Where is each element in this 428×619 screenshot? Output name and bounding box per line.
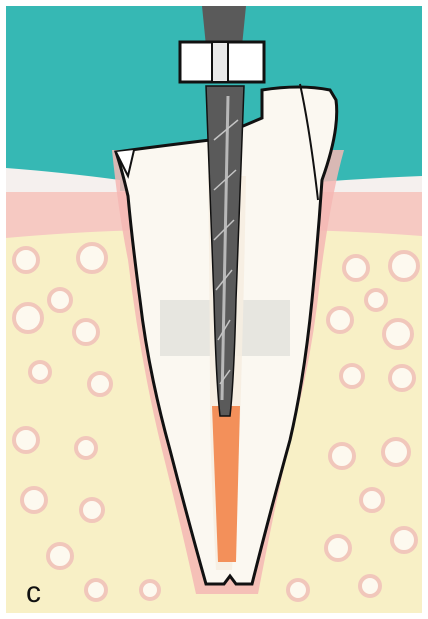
bone-pore	[49, 289, 71, 311]
bone-pore	[328, 308, 352, 332]
bone-pore	[81, 499, 103, 521]
bone-pore	[366, 290, 386, 310]
bone-pore	[48, 544, 72, 568]
bone-pore	[30, 362, 50, 382]
bone-pore	[361, 489, 383, 511]
bone-pore	[341, 365, 363, 387]
bone-pore	[14, 248, 38, 272]
bone-pore	[89, 373, 111, 395]
bone-pore	[390, 252, 418, 280]
bone-pore	[141, 581, 159, 599]
bone-pore	[22, 488, 46, 512]
bone-pore	[14, 428, 38, 452]
bone-pore	[330, 444, 354, 468]
bone-pore	[360, 576, 380, 596]
bone-pore	[344, 256, 368, 280]
bone-pore	[392, 528, 416, 552]
panel-label: c	[26, 578, 41, 608]
bone-pore	[390, 366, 414, 390]
bone-pore	[76, 438, 96, 458]
stopper-gap	[212, 42, 228, 82]
bone-pore	[86, 580, 106, 600]
file-shank-top	[202, 6, 246, 46]
bone-pore	[74, 320, 98, 344]
bone-pore	[384, 320, 412, 348]
bone-pore	[14, 304, 42, 332]
bone-pore	[326, 536, 350, 560]
bone-pore	[383, 439, 409, 465]
bone-pore	[78, 244, 106, 272]
bone-pore	[288, 580, 308, 600]
